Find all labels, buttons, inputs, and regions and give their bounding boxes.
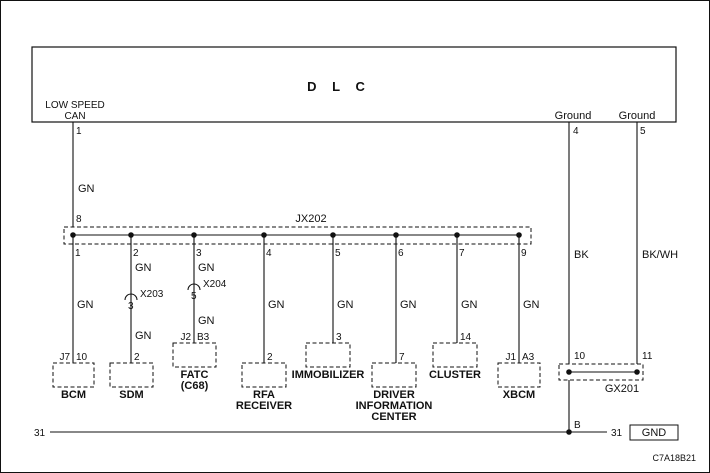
module-label: FATC <box>181 369 209 381</box>
ground-splice-dot-right <box>634 369 640 375</box>
inline-connector-symbol <box>124 293 138 301</box>
module-box <box>371 362 417 388</box>
wire-color-lower: GN <box>77 299 94 311</box>
can-wire-color: GN <box>78 183 95 195</box>
inline-connector-name: X204 <box>203 279 227 290</box>
ground1-label: Ground <box>555 110 592 122</box>
splice-input-pin: 8 <box>76 214 82 225</box>
module-pin: 7 <box>399 352 405 363</box>
module-label: RFA <box>253 389 275 401</box>
wire-color-upper: GN <box>135 262 152 274</box>
module-connector: J2 <box>180 332 191 343</box>
wire-color-lower: GN <box>337 299 354 311</box>
ground-bus-left-ref: 31 <box>34 428 46 439</box>
splice-output-pin: 3 <box>196 248 202 259</box>
module-label: SDM <box>119 389 143 401</box>
wire-color-upper: GN <box>198 262 215 274</box>
splice-output-pin: 4 <box>266 248 272 259</box>
module-label: XBCM <box>503 389 535 401</box>
splice-output-pin: 9 <box>521 248 527 259</box>
module-box <box>432 342 478 368</box>
ground-splice-bottom-pin: B <box>574 420 581 431</box>
splice-output-pin: 7 <box>459 248 465 259</box>
wire-color-lower: GN <box>135 330 152 342</box>
can-label-line2: CAN <box>64 111 85 122</box>
module-label: INFORMATION <box>356 400 433 412</box>
module-pin: B3 <box>197 332 210 343</box>
wire-color-lower: GN <box>523 299 540 311</box>
module-label: (C68) <box>181 380 209 392</box>
figure-code: C7A18B21 <box>652 453 696 463</box>
module-pin: 2 <box>267 352 273 363</box>
dlc-title: D L C <box>307 79 371 94</box>
ground2-pin: 5 <box>640 126 646 137</box>
module-label: IMMOBILIZER <box>292 369 365 381</box>
wire-color-lower: GN <box>400 299 417 311</box>
ground-splice-pin-left: 10 <box>574 351 586 362</box>
inline-connector-pin: 5 <box>191 291 197 302</box>
module-box <box>172 342 217 368</box>
module-connector: J1 <box>505 352 516 363</box>
inline-connector-name: X203 <box>140 289 164 300</box>
ground-splice-pin-right: 11 <box>642 351 653 362</box>
module-box <box>241 362 287 388</box>
ground1-wire-color: BK <box>574 249 589 261</box>
module-box <box>52 362 95 388</box>
can-pin: 1 <box>76 126 82 137</box>
ground-bus-junction-dot <box>566 429 572 435</box>
inline-connector-symbol <box>187 283 201 291</box>
splice-output-pin: 1 <box>75 248 81 259</box>
wire-color-lower: GN <box>461 299 478 311</box>
splice-output-pin: 6 <box>398 248 404 259</box>
module-pin: 10 <box>76 352 88 363</box>
module-label: RECEIVER <box>236 400 292 412</box>
ground2-label: Ground <box>619 110 656 122</box>
can-label-line1: LOW SPEED <box>45 100 104 111</box>
module-pin: A3 <box>522 352 535 363</box>
wire-color-lower: GN <box>268 299 285 311</box>
ground1-pin: 4 <box>573 126 579 137</box>
module-box <box>497 362 541 388</box>
splice-output-pin: 2 <box>133 248 139 259</box>
dlc-box <box>31 46 677 123</box>
gnd-box-label: GND <box>642 427 667 439</box>
ground-splice-dot-left <box>566 369 572 375</box>
module-label: CENTER <box>371 411 416 423</box>
gnd-box <box>629 424 679 441</box>
ground-bus-right-ref: 31 <box>611 428 623 439</box>
module-label: BCM <box>61 389 86 401</box>
inline-connector-pin: 3 <box>128 301 134 312</box>
module-pin: 3 <box>336 332 342 343</box>
splice-name: JX202 <box>295 213 326 225</box>
module-label: CLUSTER <box>429 369 481 381</box>
ground-splice-name: GX201 <box>605 383 639 395</box>
module-connector: J7 <box>59 352 70 363</box>
module-pin: 14 <box>460 332 472 343</box>
module-box <box>305 342 351 368</box>
ground2-wire-color: BK/WH <box>642 249 678 261</box>
splice-output-pin: 5 <box>335 248 341 259</box>
module-box <box>109 362 154 388</box>
module-label: DRIVER <box>373 389 415 401</box>
wire-color-lower: GN <box>198 315 215 327</box>
module-pin: 2 <box>134 352 140 363</box>
